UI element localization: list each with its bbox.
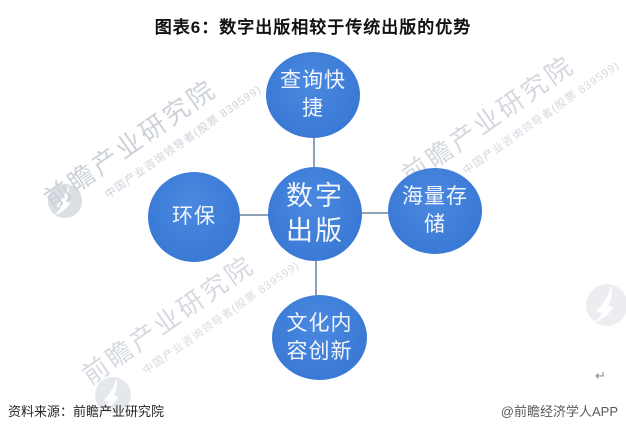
node-label: 环保 bbox=[172, 205, 216, 228]
connector-right bbox=[359, 212, 391, 214]
node-digital-publishing: 数字 出版 bbox=[268, 167, 362, 261]
connector-left bbox=[237, 214, 270, 216]
node-label: 文化内 容创新 bbox=[286, 311, 353, 363]
line-break-mark: ↵ bbox=[595, 368, 606, 383]
node-mass-storage: 海量存 储 bbox=[388, 168, 482, 254]
node-eco-friendly: 环保 bbox=[148, 172, 240, 262]
connector-bottom bbox=[315, 258, 317, 298]
qianzhan-logo-icon bbox=[47, 183, 83, 219]
watermark-subtext: 中国产业咨询领导者(股票 839599) bbox=[460, 59, 622, 178]
node-label: 查询快 捷 bbox=[280, 69, 346, 120]
node-quick-query: 查询快 捷 bbox=[266, 52, 360, 138]
watermark-text: 前瞻产业研究院 bbox=[396, 49, 581, 191]
node-content-innovation: 文化内 容创新 bbox=[272, 295, 367, 380]
chart-title: 图表6：数字出版相较于传统出版的优势 bbox=[154, 18, 472, 37]
connector-top bbox=[313, 134, 315, 172]
source-note: 资料来源：前瞻产业研究院 bbox=[8, 404, 165, 419]
qianzhan-logo-icon bbox=[585, 283, 626, 327]
node-label: 海量存 储 bbox=[402, 185, 468, 236]
credit-note: @前瞻经济学人APP bbox=[500, 404, 618, 419]
node-label: 数字 出版 bbox=[286, 181, 344, 246]
